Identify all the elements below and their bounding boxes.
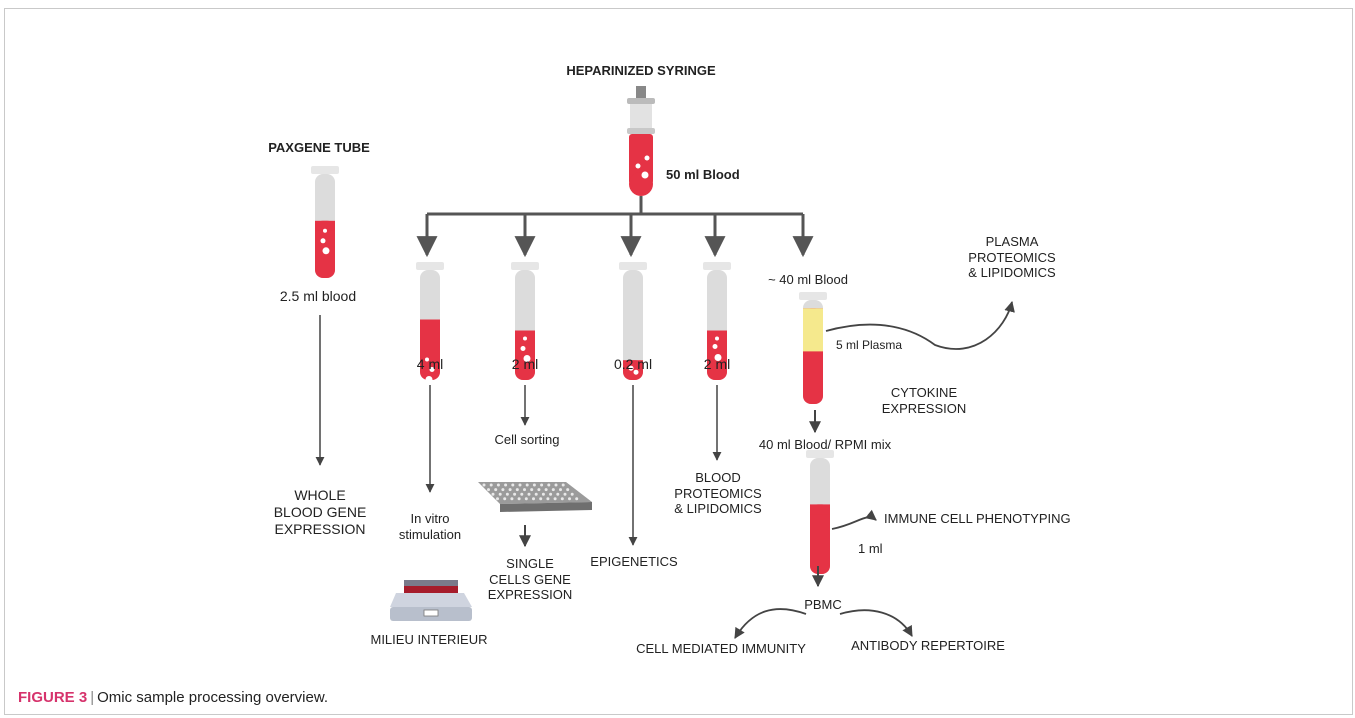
pbmc-curve-right — [839, 609, 913, 637]
b5-pbmc-out1: CELL MEDIATED IMMUNITY — [636, 641, 806, 656]
paxgene-output: WHOLE BLOOD GENE EXPRESSION — [273, 487, 367, 537]
b3-tube — [619, 262, 647, 380]
b2-volume: 2 ml — [511, 356, 539, 372]
tubes — [311, 166, 834, 574]
well-plate-icon — [478, 482, 592, 512]
caption-separator: | — [90, 689, 95, 706]
b4-volume: 2 ml — [703, 356, 731, 372]
b1-output: MILIEU INTERIEUR — [370, 632, 488, 647]
b5-tube-mix — [806, 450, 834, 574]
paxgene-title: PAXGENE TUBE — [268, 140, 370, 155]
figure-frame — [4, 8, 1353, 715]
b1-step: In vitro stimulation — [398, 511, 462, 542]
b2-tube — [511, 262, 539, 380]
b5-volume: ~ 40 ml Blood — [768, 272, 848, 287]
paxgene-volume: 2.5 ml blood — [279, 288, 357, 304]
incubator-icon — [390, 580, 472, 621]
b4-tube — [703, 262, 731, 380]
caption-text: Omic sample processing overview. — [97, 689, 329, 706]
syringe-volume: 50 ml Blood — [666, 167, 740, 182]
b2-output: SINGLE CELLS GENE EXPRESSION — [487, 556, 573, 603]
b5-pbmc-out2: ANTIBODY REPERTOIRE — [851, 638, 1005, 653]
figure-number: FIGURE 3 — [18, 689, 88, 706]
figure-caption: FIGURE 3|Omic sample processing overview… — [18, 689, 328, 706]
b5-plasma-out1: PLASMA PROTEOMICS & LIPIDOMICS — [968, 234, 1056, 281]
b5-plasma: 5 ml Plasma — [836, 338, 903, 352]
b5-plasma-out2: CYTOKINE EXPRESSION — [881, 385, 967, 416]
b4-output: BLOOD PROTEOMICS & LIPIDOMICS — [674, 470, 762, 517]
b2-step: Cell sorting — [494, 432, 560, 447]
b5-mix: 40 ml Blood/ RPMI mix — [758, 437, 892, 452]
b5-tube-plasma — [799, 292, 827, 404]
b3-output: EPIGENETICS — [590, 554, 678, 569]
b5-pbmc: PBMC — [804, 597, 842, 612]
b1-tube — [416, 262, 444, 383]
b5-pheno-volume: 1 ml — [858, 541, 883, 556]
distribution-bracket — [416, 196, 814, 258]
b1-volume: 4 ml — [416, 356, 444, 372]
plasma-curve-up — [825, 300, 1015, 350]
paxgene-tube — [311, 166, 339, 278]
pbmc-curve-left — [734, 608, 807, 639]
b5-phenotype: IMMUNE CELL PHENOTYPING — [884, 511, 1071, 526]
syringe-title: HEPARINIZED SYRINGE — [566, 63, 716, 78]
b3-volume: 0.2 ml — [613, 356, 653, 372]
syringe-icon — [627, 86, 655, 196]
phenotype-curve — [831, 509, 877, 530]
